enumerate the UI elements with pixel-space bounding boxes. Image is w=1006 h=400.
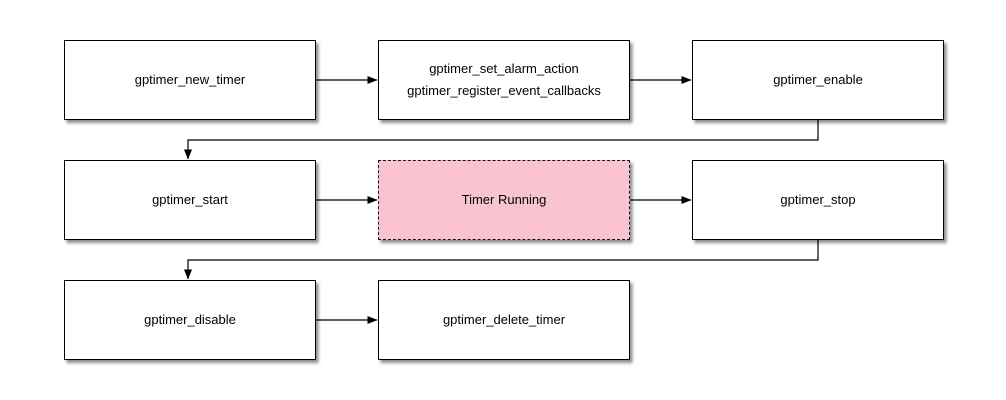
node-gptimer-stop: gptimer_stop: [692, 160, 944, 240]
node-timer-running: Timer Running: [378, 160, 630, 240]
edge-enable-to-start: [184, 120, 819, 160]
node-gptimer-configure: gptimer_set_alarm_action gptimer_register…: [378, 40, 630, 120]
node-label: Timer Running: [461, 192, 547, 207]
edge-stop-to-disable: [184, 240, 819, 280]
node-label: gptimer_enable: [773, 72, 863, 87]
node-gptimer-delete-timer: gptimer_delete_timer: [378, 280, 630, 360]
node-label: gptimer_set_alarm_action: [429, 61, 579, 76]
node-label: gptimer_start: [152, 192, 228, 207]
node-label: gptimer_disable: [144, 312, 236, 327]
node-gptimer-new-timer: gptimer_new_timer: [64, 40, 316, 120]
node-gptimer-enable: gptimer_enable: [692, 40, 944, 120]
node-label: gptimer_new_timer: [134, 72, 246, 87]
node-label: gptimer_register_event_callbacks: [407, 83, 601, 98]
node-label: gptimer_delete_timer: [442, 312, 566, 327]
node-label: gptimer_stop: [780, 192, 856, 207]
node-gptimer-start: gptimer_start: [64, 160, 316, 240]
node-gptimer-disable: gptimer_disable: [64, 280, 316, 360]
